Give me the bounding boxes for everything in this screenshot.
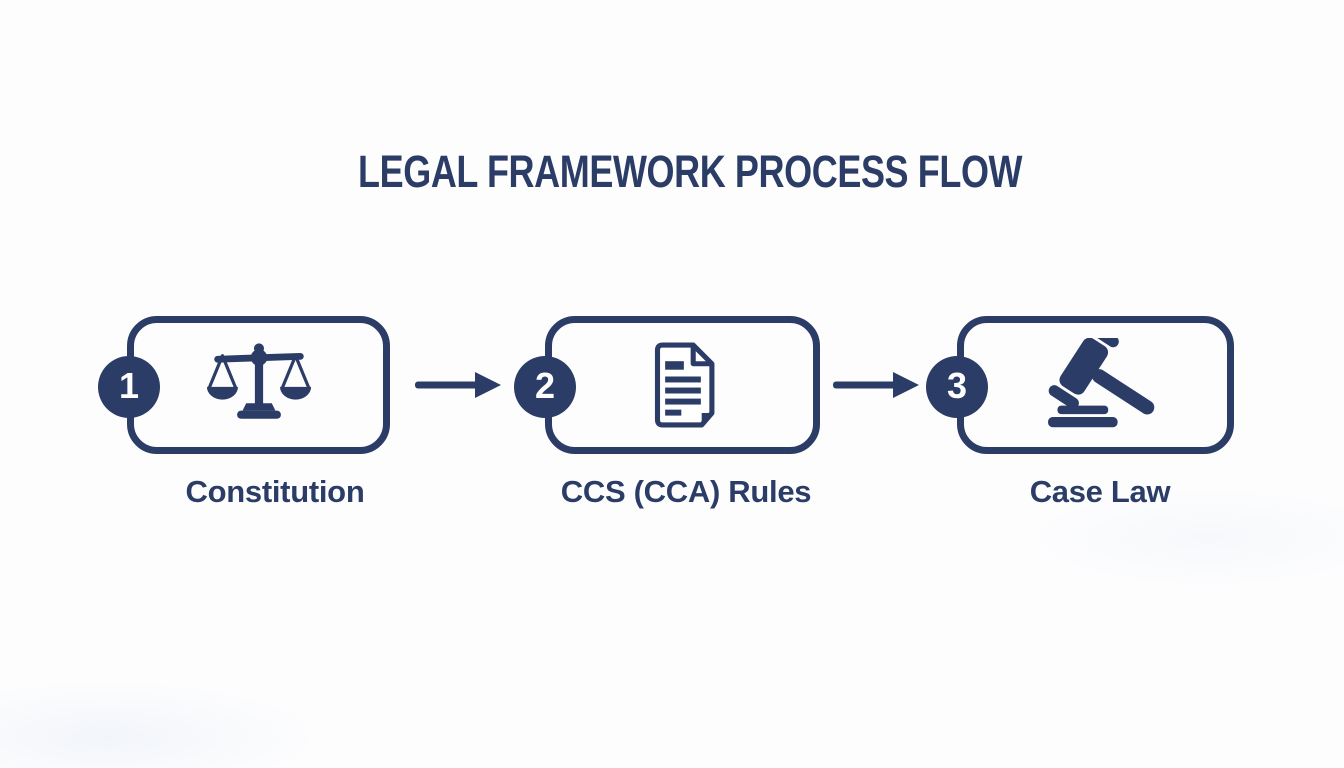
page-title: LEGAL FRAMEWORK PROCESS FLOW (357, 146, 1023, 197)
gavel-icon (1047, 338, 1154, 428)
step-number-badge-3: 3 (926, 356, 988, 418)
step-box-case-law (957, 316, 1234, 454)
step-box-constitution (127, 316, 390, 454)
step-number: 2 (534, 365, 556, 406)
step-box-ccs-rules (545, 316, 820, 454)
step-label-case-law: Case Law (1029, 474, 1171, 509)
arrow-right-icon (833, 372, 919, 398)
document-icon (654, 342, 714, 428)
step-number-badge-1: 1 (98, 356, 160, 418)
title-row: LEGAL FRAMEWORK PROCESS FLOW (0, 146, 1344, 198)
arrow-right-icon (415, 372, 501, 398)
step-number-badge-2: 2 (514, 356, 576, 418)
step-number: 1 (118, 365, 140, 406)
step-label-ccs-rules: CCS (CCA) Rules (560, 474, 812, 509)
scales-of-justice-icon (206, 343, 311, 419)
step-label-constitution: Constitution (185, 474, 365, 509)
step-number: 3 (946, 365, 968, 406)
